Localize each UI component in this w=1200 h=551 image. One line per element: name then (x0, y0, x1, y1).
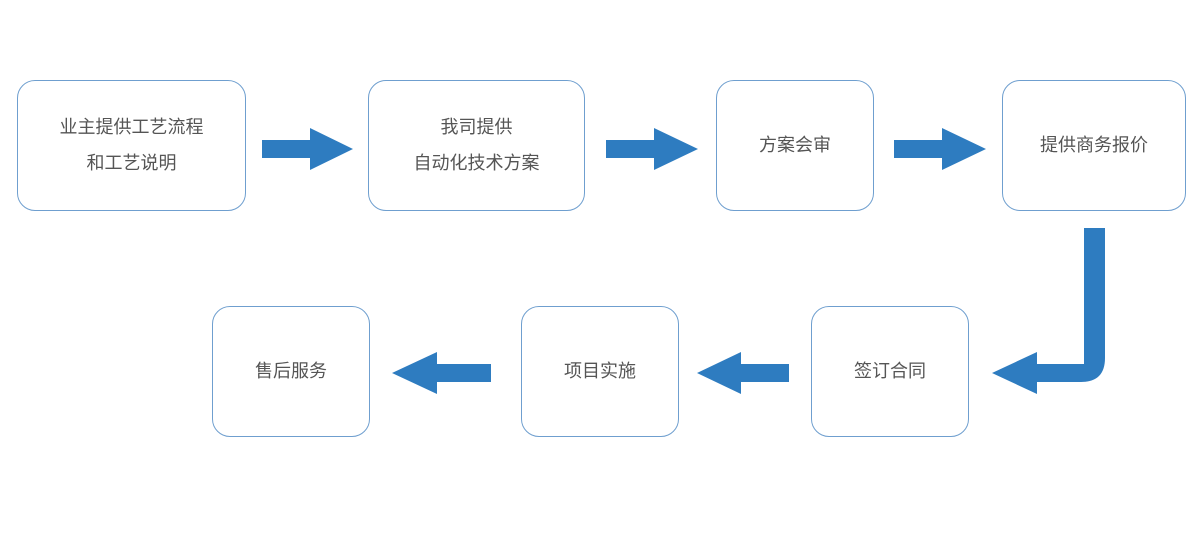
arrow-right-2 (606, 128, 698, 170)
step-5-line-1: 签订合同 (854, 360, 926, 382)
step-box-2: 我司提供 自动化技术方案 (368, 80, 585, 211)
arrow-bent-down-left (992, 228, 1105, 394)
step-box-1: 业主提供工艺流程 和工艺说明 (17, 80, 246, 211)
arrow-left-2 (392, 352, 491, 394)
arrow-left-1 (697, 352, 789, 394)
step-2-line-2: 自动化技术方案 (413, 152, 540, 174)
step-2-line-1: 我司提供 (440, 116, 513, 138)
step-1-line-2: 和工艺说明 (86, 152, 177, 174)
step-box-6: 项目实施 (521, 306, 679, 437)
step-4-line-1: 提供商务报价 (1040, 134, 1148, 156)
step-box-3: 方案会审 (716, 80, 874, 211)
step-box-5: 签订合同 (811, 306, 969, 437)
step-6-line-1: 项目实施 (564, 360, 636, 382)
step-box-4: 提供商务报价 (1002, 80, 1186, 211)
arrow-right-1 (262, 128, 353, 170)
step-7-line-1: 售后服务 (255, 360, 327, 382)
step-box-7: 售后服务 (212, 306, 370, 437)
arrow-right-3 (894, 128, 986, 170)
step-1-line-1: 业主提供工艺流程 (59, 116, 204, 138)
step-3-line-1: 方案会审 (759, 134, 831, 156)
